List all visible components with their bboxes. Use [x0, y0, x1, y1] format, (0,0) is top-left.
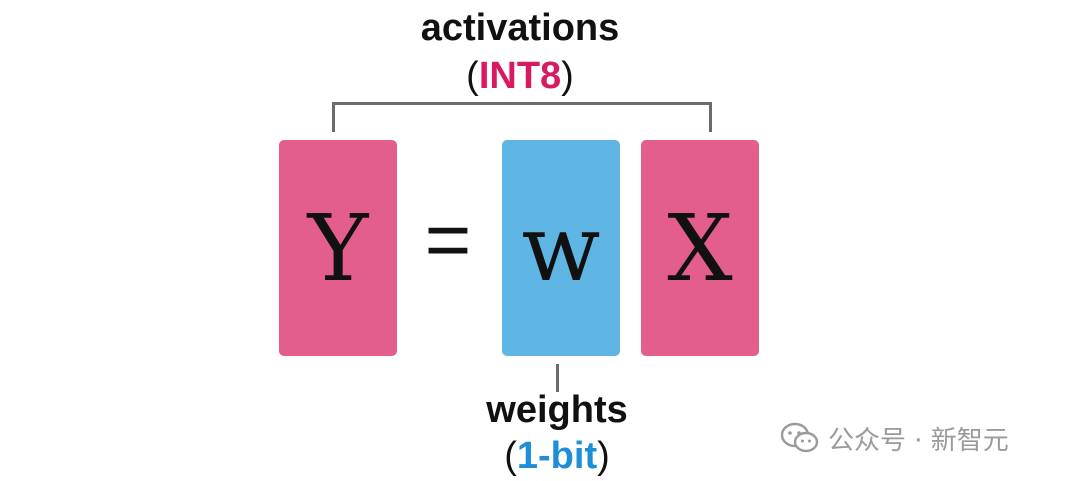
watermark-text: 公众号 · 新智元 — [828, 425, 1009, 456]
weights-connector — [556, 364, 559, 392]
weights-open-paren: ( — [504, 435, 517, 477]
watermark: 公众号 · 新智元 — [780, 418, 1070, 458]
output-symbol: Y — [307, 194, 369, 302]
activations-label: activations — [420, 7, 620, 49]
wechat-icon — [780, 422, 819, 453]
activations-bracket-left — [332, 102, 335, 132]
activations-close-paren: ) — [561, 55, 574, 97]
activations-open-paren: ( — [466, 55, 479, 97]
equals-sign: = — [424, 195, 472, 284]
weights-close-paren: ) — [597, 435, 610, 477]
output-box-y: Y — [279, 140, 397, 356]
weights-type: 1-bit — [516, 435, 598, 477]
activations-type: INT8 — [478, 55, 562, 97]
input-box-x: X — [641, 140, 759, 356]
activations-bracket-right — [709, 102, 712, 132]
activations-bracket-top — [332, 102, 712, 105]
weights-label: weights — [486, 389, 628, 431]
weight-box-w: w — [502, 140, 620, 356]
activations-type-label: (INT8) — [370, 54, 670, 98]
input-symbol: X — [667, 194, 733, 302]
weights-type-label: (1-bit) — [407, 434, 707, 478]
weight-symbol: w — [521, 194, 601, 302]
